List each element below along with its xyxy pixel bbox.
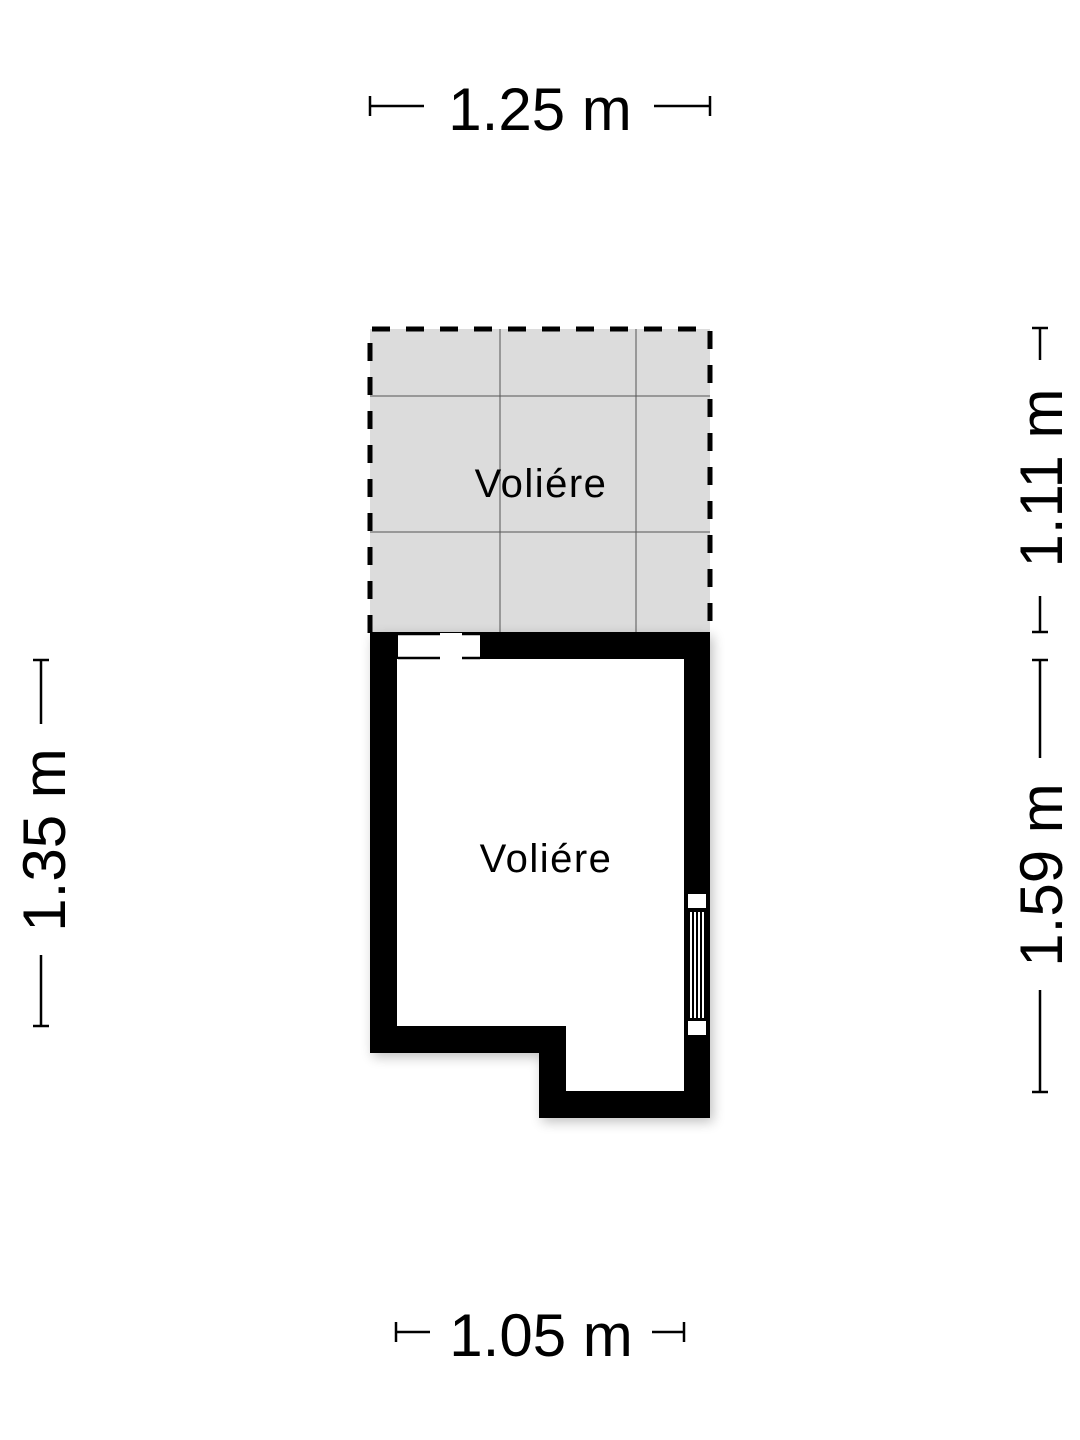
dimension-bottom: 1.05 m bbox=[394, 1302, 686, 1369]
dimension-left-label: 1.35 m bbox=[11, 748, 78, 931]
dimension-bottom-label: 1.05 m bbox=[449, 1302, 632, 1369]
window bbox=[684, 891, 710, 1039]
dimension-right-upper: 1.11 m bbox=[1008, 326, 1075, 634]
room-outdoor: Voliére bbox=[367, 326, 713, 633]
dimension-right-upper-label: 1.11 m bbox=[1008, 389, 1075, 568]
room-outdoor-label: Voliére bbox=[475, 462, 608, 506]
dimension-right-lower: 1.59 m bbox=[1008, 658, 1075, 1094]
dimension-right-lower-label: 1.59 m bbox=[1008, 783, 1075, 966]
room-indoor-label: Voliére bbox=[480, 837, 613, 881]
dimension-left: 1.35 m bbox=[11, 658, 78, 1028]
dimension-top-label: 1.25 m bbox=[448, 76, 631, 143]
dimension-top: 1.25 m bbox=[368, 76, 712, 143]
door-opening bbox=[398, 632, 480, 660]
